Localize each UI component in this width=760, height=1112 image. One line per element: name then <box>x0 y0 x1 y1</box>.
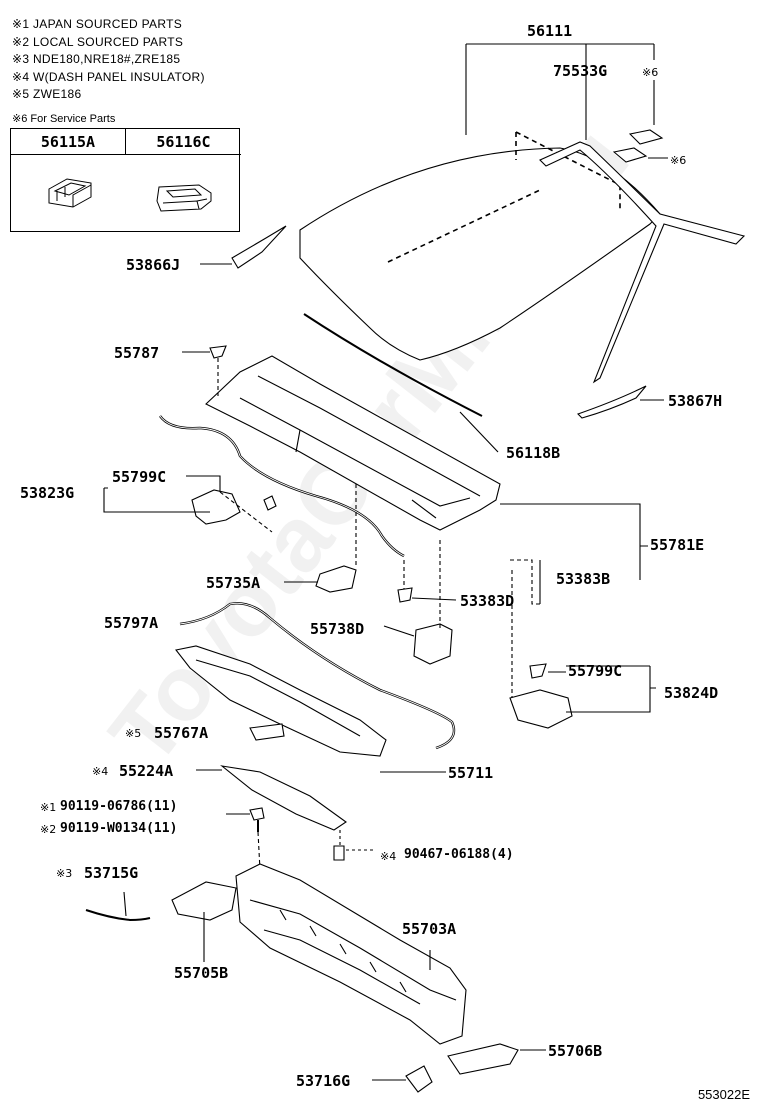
note-1: ※1 JAPAN SOURCED PARTS <box>12 17 183 31</box>
clip-56115a-drawing <box>48 178 92 208</box>
mark-2: ※2 <box>40 823 57 836</box>
label-53383b[interactable]: 53383B <box>556 570 611 588</box>
mark-6-top: ※6 <box>642 66 659 79</box>
label-90119-w0134[interactable]: 90119-W0134(11) <box>60 821 178 836</box>
cowl-louver <box>205 355 501 531</box>
diagram-code: 553022E <box>697 1087 750 1102</box>
notes-block: ※1 JAPAN SOURCED PARTS ※2 LOCAL SOURCED … <box>12 16 205 104</box>
label-55799c-top[interactable]: 55799C <box>112 468 167 486</box>
clip-56116c-drawing <box>156 184 212 212</box>
note-3: ※3 NDE180,NRE18#,ZRE185 <box>12 52 181 66</box>
label-55787[interactable]: 55787 <box>114 344 160 362</box>
note-2: ※2 LOCAL SOURCED PARTS <box>12 34 184 49</box>
label-90467-06188[interactable]: 90467-06188(4) <box>404 847 514 862</box>
mark-6-clip: ※6 <box>670 154 687 167</box>
cowl-panel <box>235 863 467 1045</box>
service-note: ※6 For Service Parts <box>12 113 116 125</box>
label-55224a[interactable]: 55224A <box>119 762 174 780</box>
label-56111[interactable]: 56111 <box>527 22 573 40</box>
label-55799c-bottom[interactable]: 55799C <box>568 662 623 680</box>
note-5: ※5 ZWE186 <box>12 87 82 101</box>
label-53823g[interactable]: 53823G <box>20 484 75 502</box>
label-53716g[interactable]: 53716G <box>296 1072 351 1090</box>
mark-1: ※1 <box>40 801 57 814</box>
label-55738d[interactable]: 55738D <box>310 620 365 638</box>
label-55781e[interactable]: 55781E <box>650 536 705 554</box>
windshield-molding <box>539 141 746 384</box>
label-90119-06786[interactable]: 90119-06786(11) <box>60 799 178 814</box>
label-55735a[interactable]: 55735A <box>206 574 261 592</box>
windshield-glass <box>299 147 661 361</box>
label-55706b[interactable]: 55706B <box>548 1042 603 1060</box>
service-box-col1[interactable]: 56115A <box>11 129 126 155</box>
label-53866j[interactable]: 53866J <box>126 256 181 274</box>
mark-5: ※5 <box>125 727 142 740</box>
mark-4: ※4 <box>92 765 109 778</box>
mark-4b: ※4 <box>380 850 397 863</box>
note-4: ※4 W(DASH PANEL INSULATOR) <box>12 69 205 84</box>
cowl-insulator <box>175 645 387 757</box>
label-55767a[interactable]: 55767A <box>154 724 209 742</box>
service-parts-drawings <box>48 178 212 212</box>
service-box-col2[interactable]: 56116C <box>126 129 241 155</box>
label-53383d[interactable]: 53383D <box>460 592 515 610</box>
mark-3: ※3 <box>56 867 73 880</box>
label-55705b[interactable]: 55705B <box>174 964 229 982</box>
label-55703a[interactable]: 55703A <box>402 920 457 938</box>
label-56118b[interactable]: 56118B <box>506 444 561 462</box>
label-55797a[interactable]: 55797A <box>104 614 159 632</box>
label-53715g[interactable]: 53715G <box>84 864 139 882</box>
service-parts-box: 56115A 56116C <box>10 128 241 232</box>
label-53867h[interactable]: 53867H <box>668 392 723 410</box>
label-53824d[interactable]: 53824D <box>664 684 719 702</box>
label-55711[interactable]: 55711 <box>448 764 494 782</box>
label-75533g[interactable]: 75533G <box>553 62 608 80</box>
